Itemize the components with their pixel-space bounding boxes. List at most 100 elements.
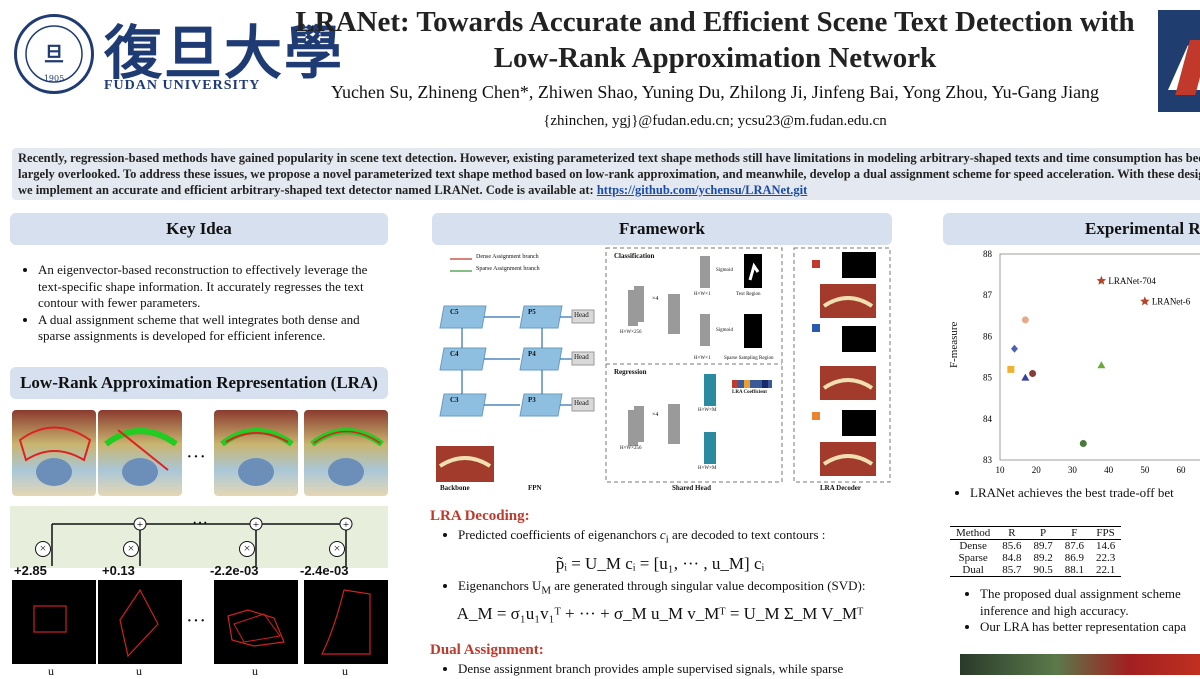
dual-assignment-heading: Dual Assignment: [430,642,544,658]
svg-text:1905: 1905 [44,74,64,83]
table-cell: Sparse [958,552,988,564]
dim-reg-m-2: H×W×M [698,466,717,471]
eigen-shape-4 [304,580,388,664]
table-cell: 14.6 [1095,540,1116,552]
table-cell: 22.3 [1095,552,1116,564]
scatter-point [1079,440,1087,448]
author-list: Yuchen Su, Zhineng Chen*, Zhiwen Shao, Y… [330,82,1100,102]
table-cell: 87.6 [1064,540,1084,552]
coefficient-1: +2.85 [14,563,47,578]
lra-decoding-bullet-1: Predicted coefficients of eigenanchors c… [430,527,890,548]
basis-label-2: u [136,664,142,678]
regression-label: Regression [614,368,647,376]
table-header-cell: Method [950,526,997,540]
fpn-p4: P4 [528,350,536,358]
table-header-cell: P [1027,526,1059,540]
university-name-chinese: 復旦大學 [104,19,345,87]
dual-assignment-bullet-1: Dense assignment branch provides ample s… [430,661,900,678]
multiply-symbol-1: × [35,541,51,557]
formula-svd: A_M = σ₁u₁v₁ᵀ + ··· + σ_M u_M v_Mᵀ = U_M… [456,604,864,623]
lra-decoding-heading: LRA Decoding: [430,508,530,524]
table-cell: 89.7 [1033,540,1053,552]
university-name-english: FUDAN UNIVERSITY [104,78,261,93]
x-tick-label: 20 [1032,465,1042,475]
text-image-3 [214,410,298,496]
scatter-point [1140,296,1150,306]
sigmoid-1: Sigmoid [716,268,733,273]
text-image-1 [12,410,96,496]
conference-logo [1158,10,1200,112]
text-image-2 [98,410,182,496]
sigmoid-2: Sigmoid [716,328,733,333]
dim-sparse-region: H×W×1 [694,356,711,361]
dual-scheme-bullet: The proposed dual assignment schemeinfer… [962,586,1200,636]
label-fpn: FPN [528,484,542,492]
table-header-cell: FPS [1089,526,1122,540]
svg-text:旦: 旦 [44,42,64,66]
times4-reg: ×4 [652,412,659,418]
y-tick-label: 84 [983,414,993,424]
scatter-point [1096,275,1107,285]
lra-heading: Low-Rank Approximation Representation (L… [10,367,388,399]
key-idea-bullets: An eigenvector-based reconstruction to e… [10,262,390,345]
scatter-point [1007,365,1015,373]
table-cell: 90.5 [1027,564,1059,577]
scatter-point [1021,373,1030,381]
dim-reg: H×W×256 [620,446,642,451]
fpn-c3: C3 [450,396,459,404]
x-tick-label: 30 [1068,465,1078,475]
key-idea-bullet-1: An eigenvector-based reconstruction to e… [38,262,390,312]
scatter-point [1097,361,1106,369]
y-tick-label: 83 [983,455,993,465]
scatter-point [1021,316,1029,324]
dim-reg-m-1: H×W×M [698,408,717,413]
multiply-symbol-2: × [123,541,139,557]
eigen-shape-1 [12,580,96,664]
basis-label-1: u [48,664,54,678]
svg-text:+: + [253,519,259,531]
coefficient-2: +0.13 [102,563,135,578]
y-tick-label: 85 [983,373,993,383]
eigen-shape-2 [98,580,182,664]
ellipsis-bottom: ··· [186,610,206,632]
y-tick-label: 87 [983,290,993,300]
basis-label-3: u [252,664,258,678]
fpn-c4: C4 [450,350,459,358]
reconstruction-sum-bar: + + + ··· [10,506,388,568]
code-link[interactable]: https://github.com/ychensu/LRANet.git [596,183,808,197]
lra-coefficient-label: LRA Coefficient [732,390,767,395]
framework-heading: Framework [432,213,892,245]
table-header-cell: F [1058,526,1090,540]
point-label: LRANet-6 [1152,296,1191,306]
svg-text:···: ··· [192,515,208,532]
multiply-symbol-4: × [329,541,345,557]
head-label-3: Head [574,399,589,407]
legend-sparse: Sparse Assignment branch [476,266,540,272]
table-cell: 22.1 [1089,564,1122,577]
ellipsis-top: ··· [186,446,206,468]
x-tick-label: 10 [996,465,1006,475]
qualitative-results-image [960,654,1200,675]
key-idea-heading: Key Idea [10,213,388,245]
text-region-label: Text Region [736,292,761,297]
author-emails: {zhinchen, ygj}@fudan.edu.cn; ycsu23@m.f… [543,113,887,129]
basis-label-4: u [342,664,348,678]
fpn-p3: P3 [528,396,536,404]
legend-dense: Dense Assignment branch [476,254,539,260]
sparse-region-label: Sparse Sampling Region [724,356,774,361]
label-backbone: Backbone [440,484,470,492]
point-label: LRANet-704 [1108,276,1156,286]
x-tick-label: 50 [1140,465,1150,475]
eigen-shape-3 [214,580,298,664]
abstract-text: Recently, regression-based methods have … [18,151,1200,197]
y-tick-label: 88 [983,249,993,259]
table-cell: 85.7 [996,564,1028,577]
fpn-p5: P5 [528,308,536,316]
head-label-2: Head [574,353,589,361]
title-line-2: Low-Rank Approximation Network [493,42,937,74]
table-cell: 88.1 [1058,564,1090,577]
table-cell: Dense [959,540,987,552]
table-cell: 89.2 [1033,552,1053,564]
